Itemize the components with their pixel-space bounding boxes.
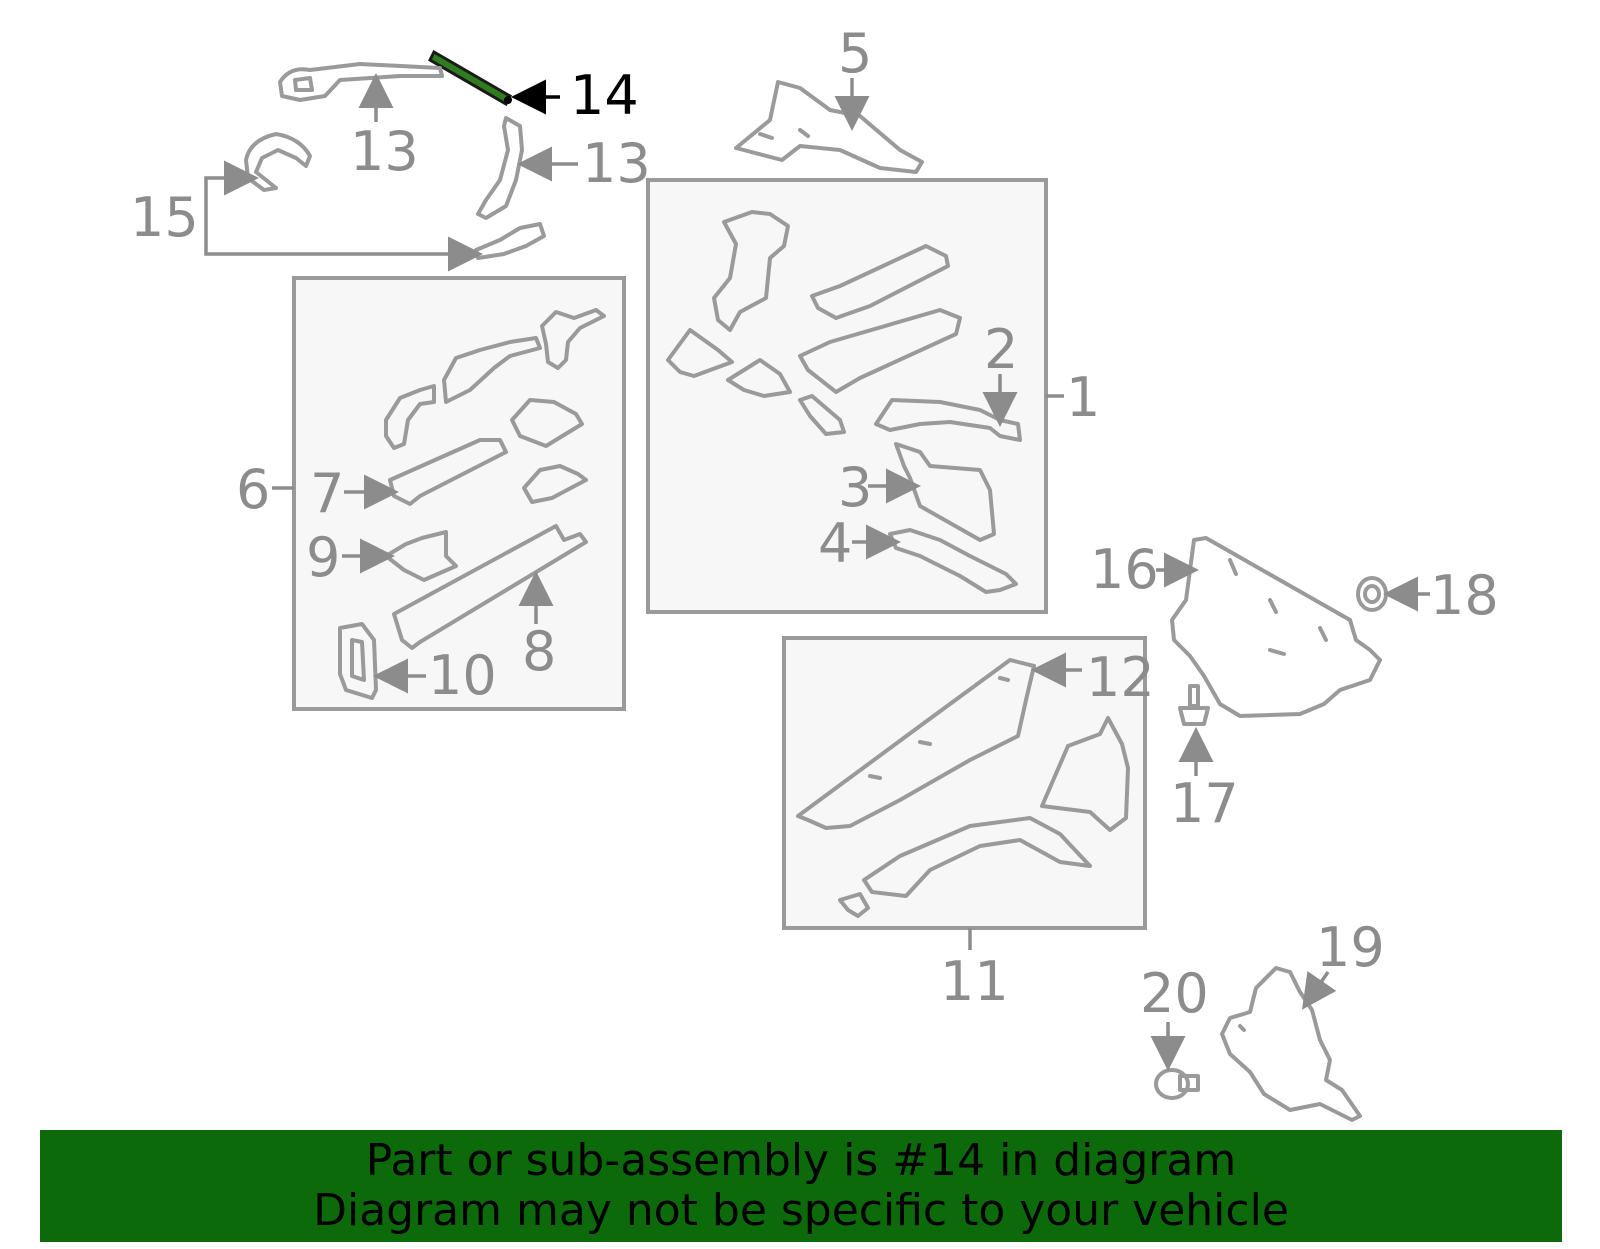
part-5 [734, 80, 924, 174]
callout-16[interactable]: 16 [1090, 538, 1159, 601]
part-6-panel [442, 336, 542, 404]
part-13-upper [278, 62, 444, 102]
part-19 [1220, 966, 1362, 1122]
callout-13-right[interactable]: 13 [582, 132, 651, 195]
callout-15[interactable]: 15 [130, 186, 199, 249]
part-2 [874, 398, 1022, 442]
callout-7[interactable]: 7 [310, 462, 344, 525]
leader-15 [204, 176, 476, 256]
part-14-highlighted[interactable] [428, 49, 512, 107]
part-15-a [244, 132, 312, 192]
part-16 [1170, 536, 1382, 718]
callout-5[interactable]: 5 [838, 22, 872, 85]
part-6-curve [384, 384, 436, 450]
callout-9[interactable]: 9 [306, 526, 340, 589]
part-1-small-a [666, 328, 734, 378]
part-1-bracket [712, 210, 790, 332]
callout-10[interactable]: 10 [428, 644, 497, 707]
callout-3[interactable]: 3 [838, 456, 872, 519]
part-12 [796, 658, 1036, 830]
part-6-box-a [510, 398, 584, 448]
callout-8[interactable]: 8 [522, 620, 556, 683]
callout-2[interactable]: 2 [984, 318, 1018, 381]
callout-20[interactable]: 20 [1140, 962, 1209, 1025]
part-1-small-b [726, 358, 792, 398]
part-10 [338, 622, 378, 700]
part-1-rail-upper [810, 244, 950, 320]
callout-1[interactable]: 1 [1066, 366, 1100, 429]
part-1-small-c [798, 394, 846, 436]
info-banner: Part or sub-assembly is #14 in diagram D… [40, 1130, 1562, 1242]
part-1-rail-mid [798, 308, 962, 394]
banner-line-2: Diagram may not be specific to your vehi… [313, 1185, 1289, 1236]
callout-19[interactable]: 19 [1316, 916, 1385, 979]
part-6-bracket-top [540, 308, 606, 370]
part-11-curve [862, 816, 1092, 898]
callout-17[interactable]: 17 [1170, 772, 1239, 835]
leader-19 [1302, 971, 1337, 1010]
part-13-right [476, 116, 524, 220]
banner-line-1: Part or sub-assembly is #14 in diagram [365, 1135, 1237, 1186]
part-18 [1356, 576, 1388, 612]
callout-13-upper[interactable]: 13 [350, 120, 419, 183]
callout-18[interactable]: 18 [1430, 564, 1499, 627]
part-8 [392, 524, 588, 650]
part-6-box-b [522, 464, 588, 504]
part-4 [888, 528, 1018, 594]
part-11-panel [1040, 716, 1130, 832]
callout-4[interactable]: 4 [818, 512, 852, 575]
part-20 [1154, 1068, 1200, 1100]
callout-14[interactable]: 14 [570, 64, 639, 127]
part-11-small [838, 892, 870, 918]
callout-6[interactable]: 6 [236, 458, 270, 521]
part-17 [1178, 684, 1210, 726]
part-9 [384, 530, 458, 582]
callout-11[interactable]: 11 [940, 950, 1009, 1013]
callout-12[interactable]: 12 [1086, 646, 1155, 709]
part-15-b [474, 222, 546, 260]
